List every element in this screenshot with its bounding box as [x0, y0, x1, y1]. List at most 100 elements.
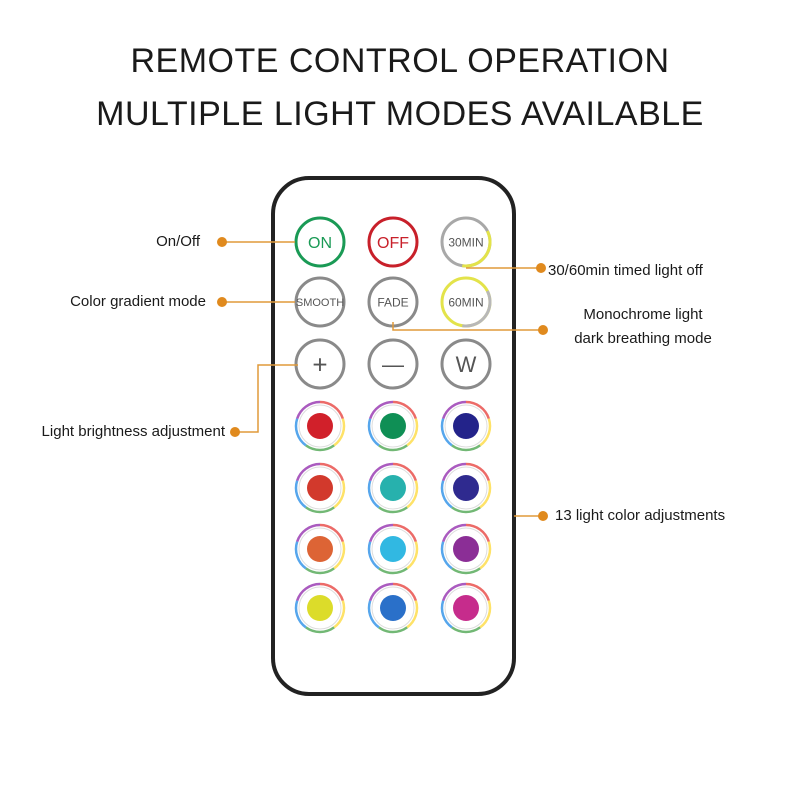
- color-magenta-button-ring-segment: [479, 600, 492, 629]
- color-red-button-swatch: [307, 413, 333, 439]
- 60min-button[interactable]: 60MIN: [440, 276, 492, 328]
- color-magenta-button[interactable]: [440, 582, 492, 634]
- smooth-button[interactable]: SMOOTH: [294, 276, 346, 328]
- color-sky-blue-button[interactable]: [367, 523, 419, 575]
- callout-brightness: Light brightness adjustment: [41, 423, 225, 440]
- color-orange-button-ring-segment: [333, 541, 346, 570]
- white-button-label: W: [456, 352, 477, 377]
- 30min-button-label: 30MIN: [448, 235, 483, 249]
- color-sky-blue-button-ring-segment: [367, 541, 380, 570]
- color-blue-button-ring-segment: [367, 600, 380, 629]
- color-red-orange-button-ring-segment: [319, 462, 345, 482]
- color-indigo-button[interactable]: [440, 462, 492, 514]
- color-teal-button-ring-segment: [367, 480, 380, 509]
- color-teal-button[interactable]: [367, 462, 419, 514]
- color-indigo-button-ring-segment: [441, 462, 467, 482]
- callout-dot-gradient: [217, 297, 227, 307]
- leader-line-breathing: [392, 322, 542, 331]
- color-teal-button-swatch: [380, 475, 406, 501]
- brightness-up-button[interactable]: +: [294, 338, 346, 390]
- callout-breathing-line-1: Monochrome light: [583, 306, 703, 323]
- color-sky-blue-button-ring-segment: [392, 523, 418, 543]
- color-green-button-ring-segment: [406, 418, 419, 447]
- color-green-button-ring-segment: [392, 400, 418, 420]
- color-blue-button-swatch: [380, 595, 406, 621]
- callout-breathing-line-2: dark breathing mode: [574, 330, 712, 347]
- 30min-button[interactable]: 30MIN: [440, 216, 492, 268]
- color-red-orange-button-ring-segment: [295, 462, 321, 482]
- color-indigo-button-ring-segment: [451, 506, 481, 514]
- color-teal-button-ring-segment: [368, 462, 394, 482]
- color-purple-button-ring-segment: [441, 523, 467, 543]
- smooth-button-ring: [294, 276, 346, 328]
- color-purple-button-ring-segment: [440, 541, 453, 570]
- color-red-button-ring-segment: [319, 400, 345, 420]
- fade-button-label: FADE: [377, 295, 408, 309]
- color-sky-blue-button-ring-segment: [378, 567, 408, 575]
- color-indigo-button-swatch: [453, 475, 479, 501]
- brightness-up-button-ring: [294, 338, 346, 390]
- color-red-orange-button-ring-segment: [305, 506, 335, 514]
- color-magenta-button-swatch: [453, 595, 479, 621]
- color-orange-button-ring-segment: [319, 523, 345, 543]
- smooth-button-label: SMOOTH: [296, 297, 344, 309]
- 60min-button-accent-arc: [462, 290, 492, 328]
- color-red-button-ring-segment: [305, 444, 335, 452]
- color-teal-button-ring-segment: [392, 462, 418, 482]
- color-red-orange-button-ring-segment: [333, 480, 346, 509]
- on-button[interactable]: ON: [294, 216, 346, 268]
- headline-line-1: REMOTE CONTROL OPERATION: [130, 42, 670, 80]
- color-blue-button-ring-segment: [378, 626, 408, 634]
- leader-line-brightness: [235, 364, 298, 433]
- color-green-button-swatch: [380, 413, 406, 439]
- callout-dot-on-off: [217, 237, 227, 247]
- color-green-button-ring-segment: [368, 400, 394, 420]
- color-navy-button-ring-segment: [441, 400, 467, 420]
- color-indigo-button-ring-segment: [479, 480, 492, 509]
- color-orange-button-ring-segment: [294, 541, 307, 570]
- brightness-down-button-ring: [367, 338, 419, 390]
- color-purple-button-ring-segment: [479, 541, 492, 570]
- color-green-button-ring-segment: [378, 444, 408, 452]
- color-orange-button-ring-segment: [305, 567, 335, 575]
- color-green-button[interactable]: [367, 400, 419, 452]
- callout-dot-brightness: [230, 427, 240, 437]
- color-magenta-button-ring-segment: [465, 582, 491, 602]
- color-navy-button-swatch: [453, 413, 479, 439]
- color-red-orange-button[interactable]: [294, 462, 346, 514]
- on-button-label: ON: [308, 235, 332, 252]
- color-purple-button-swatch: [453, 536, 479, 562]
- callout-gradient: Color gradient mode: [70, 293, 206, 310]
- off-button[interactable]: OFF: [367, 216, 419, 268]
- callout-dot-timer: [536, 263, 546, 273]
- color-navy-button[interactable]: [440, 400, 492, 452]
- white-button[interactable]: W: [440, 338, 492, 390]
- color-purple-button[interactable]: [440, 523, 492, 575]
- callout-colors: 13 light color adjustments: [555, 507, 726, 524]
- color-yellow-button-ring-segment: [333, 600, 346, 629]
- color-orange-button[interactable]: [294, 523, 346, 575]
- color-sky-blue-button-ring-segment: [406, 541, 419, 570]
- color-red-button-ring-segment: [333, 418, 346, 447]
- color-orange-button-swatch: [307, 536, 333, 562]
- color-yellow-button-swatch: [307, 595, 333, 621]
- color-teal-button-ring-segment: [406, 480, 419, 509]
- on-button-ring: [294, 216, 346, 268]
- color-yellow-button[interactable]: [294, 582, 346, 634]
- brightness-up-button-label: +: [312, 349, 327, 379]
- color-green-button-ring-segment: [367, 418, 380, 447]
- fade-button[interactable]: FADE: [367, 276, 419, 328]
- color-magenta-button-ring-segment: [440, 600, 453, 629]
- color-blue-button[interactable]: [367, 582, 419, 634]
- color-red-orange-button-swatch: [307, 475, 333, 501]
- color-purple-button-ring-segment: [451, 567, 481, 575]
- color-red-button[interactable]: [294, 400, 346, 452]
- color-orange-button-ring-segment: [295, 523, 321, 543]
- color-indigo-button-ring-segment: [440, 480, 453, 509]
- brightness-down-button-label: —: [382, 352, 404, 377]
- callout-breathing: Monochrome light dark breathing mode: [558, 303, 728, 351]
- color-navy-button-ring-segment: [479, 418, 492, 447]
- color-blue-button-ring-segment: [392, 582, 418, 602]
- brightness-down-button[interactable]: —: [367, 338, 419, 390]
